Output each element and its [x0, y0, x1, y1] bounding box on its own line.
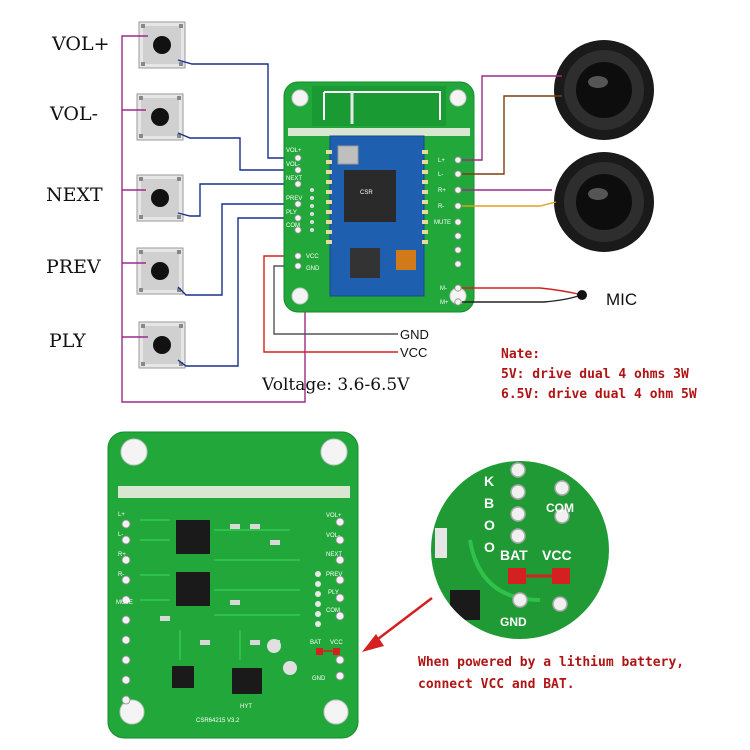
wire-prev: [177, 203, 324, 296]
battery-note-line1: When powered by a lithium battery,: [418, 655, 684, 670]
bottom-pin-gnd: GND: [312, 676, 326, 682]
zoom-letter-k: K: [484, 473, 494, 489]
top-pin-m-plus: M+: [440, 300, 449, 306]
wire-ply: [177, 217, 324, 367]
top-pin-r-plus: R+: [438, 188, 446, 194]
wire-l-plus: [462, 75, 562, 161]
vcc-label: VCC: [400, 345, 427, 360]
label-prev: PREV: [46, 256, 101, 278]
bottom-pin-next: NEXT: [326, 552, 342, 558]
top-pin-vol-minus: VOL-: [286, 162, 300, 168]
bottom-pin-vol-minus: VOL-: [326, 533, 340, 539]
bottom-pin-prev: PREV: [326, 572, 342, 578]
wire-r-minus: [462, 201, 557, 207]
bottom-pin-vol-plus: VOL+: [326, 513, 342, 519]
label-vol-plus: VOL+: [51, 33, 110, 55]
zoom-gnd: GND: [500, 615, 527, 629]
bottom-pin-ply: PLY: [328, 590, 339, 596]
top-pin-com: COM: [286, 223, 300, 229]
svg-text:CSR: CSR: [360, 190, 373, 196]
top-pin-r-minus: R-: [438, 204, 444, 210]
speaker-right: [554, 152, 654, 252]
zoom-vcc: VCC: [542, 547, 572, 563]
top-pin-next: NEXT: [286, 176, 302, 182]
top-pin-mute: MUTE: [434, 220, 451, 226]
wire-next: [177, 183, 324, 217]
button-vol-plus: [138, 21, 186, 69]
battery-note-line2: connect VCC and BAT.: [418, 677, 575, 692]
bottom-pin-vcc: VCC: [330, 640, 343, 646]
note-title: Nate:: [501, 347, 540, 362]
mic-capsule: [577, 290, 587, 300]
bottom-pin-l-minus: L-: [118, 532, 123, 538]
arrow-to-jumper: [362, 597, 433, 652]
top-pin-l-minus: L-: [438, 172, 443, 178]
top-pin-vol-plus: VOL+: [286, 148, 302, 154]
speaker-left: [554, 40, 654, 140]
wire-common: [121, 35, 322, 403]
bottom-pin-l-plus: L+: [118, 512, 125, 518]
bottom-model: CSR64215 V3.2: [196, 718, 240, 724]
gnd-label: GND: [400, 327, 429, 342]
voltage-label: Voltage: 3.6-6.5V: [261, 375, 410, 395]
zoom-letter-o1: O: [484, 517, 495, 533]
bottom-pin-mute: MUTE: [116, 600, 133, 606]
top-pin-l-plus: L+: [438, 158, 445, 164]
zoom-letter-b: B: [484, 495, 494, 511]
top-pin-prev: PREV: [286, 196, 302, 202]
bottom-pin-bat: BAT: [310, 640, 322, 646]
note-line2: 6.5V: drive dual 4 ohm 5W: [501, 387, 697, 402]
wire-mic-minus: [462, 287, 579, 295]
zoom-detail: K B O O COM BAT VCC GND: [429, 459, 611, 641]
bottom-brand: HYT: [240, 704, 252, 710]
label-ply: PLY: [49, 330, 86, 352]
button-ply: [138, 321, 186, 369]
label-next: NEXT: [46, 184, 103, 206]
zoom-bat: BAT: [500, 547, 528, 563]
mic-label: MIC: [606, 290, 637, 309]
bottom-pin-com: COM: [326, 608, 340, 614]
bottom-pin-r-plus: R+: [118, 552, 126, 558]
wire-vol-minus: [177, 132, 324, 171]
bottom-pcb-board: L+ L- R+ R- MUTE VOL+ VOL- NEXT PREV PLY…: [107, 431, 359, 739]
bottom-pin-r-minus: R-: [118, 572, 124, 578]
top-pin-vcc: VCC: [306, 254, 319, 260]
top-pin-gnd: GND: [306, 266, 320, 272]
button-vol-minus: [136, 93, 184, 141]
note-line1: 5V: drive dual 4 ohms 3W: [501, 367, 689, 382]
zoom-letter-o2: O: [484, 539, 495, 555]
wire-mic-plus: [462, 295, 579, 303]
top-pcb-board: CSR: [283, 81, 475, 313]
wire-l-minus: [462, 95, 562, 175]
button-prev: [136, 247, 184, 295]
zoom-com: COM: [546, 501, 574, 515]
wire-vcc: [263, 255, 398, 353]
top-pin-ply: PLY: [286, 210, 297, 216]
button-next: [136, 174, 184, 222]
top-pin-m-minus: M-: [440, 286, 447, 292]
label-vol-minus: VOL-: [49, 103, 98, 125]
